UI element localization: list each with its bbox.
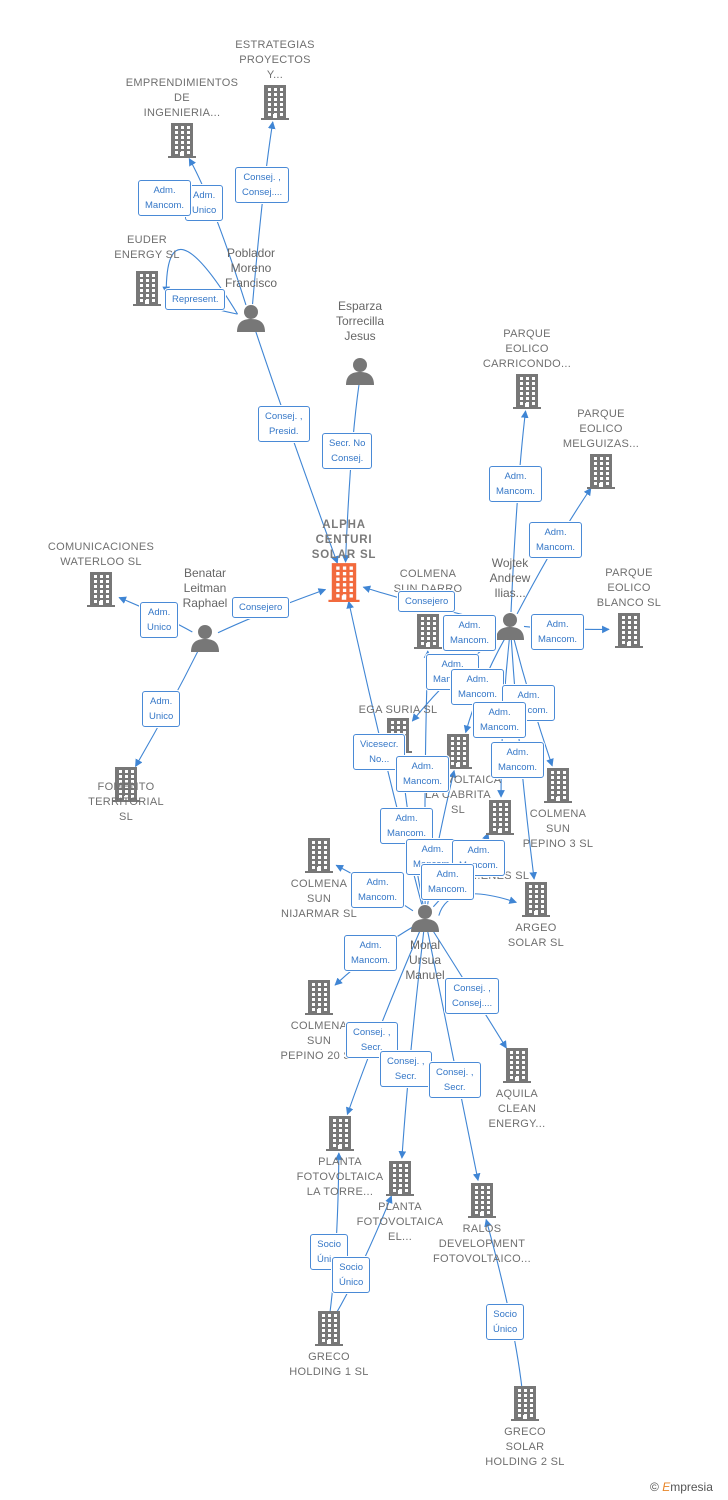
edge-label[interactable]: Adm. Mancom. xyxy=(489,466,543,502)
building-icon xyxy=(305,838,333,873)
node-label: EGA SURIA SL xyxy=(358,704,438,716)
edge-label[interactable]: Consej. , Secr. xyxy=(380,1051,432,1087)
brand-name: mpresia xyxy=(670,1480,713,1494)
node-label: Benatar Leitman Raphael xyxy=(182,566,228,610)
building-icon xyxy=(503,1048,531,1083)
edge-label[interactable]: Secr. No Consej. xyxy=(322,433,373,469)
node-label: PARQUE EOLICO CARRICONDO... xyxy=(482,328,572,370)
edge-label[interactable]: Adm. Mancom. xyxy=(138,180,192,216)
edge-label[interactable]: Socio Único xyxy=(332,1257,371,1293)
edge-label[interactable]: Adm. Mancom. xyxy=(344,935,398,971)
building-icon xyxy=(522,882,550,917)
edge-label[interactable]: Adm. Unico xyxy=(185,185,224,221)
building-icon xyxy=(468,1183,496,1218)
building-icon xyxy=(261,85,289,120)
edge-label[interactable]: Adm. Unico xyxy=(140,602,179,638)
building-icon xyxy=(513,374,541,409)
node-label: PARQUE EOLICO MELGUIZAS... xyxy=(562,408,640,450)
building-icon xyxy=(544,768,572,803)
node-label: COLMENA SUN NIJARMAR SL xyxy=(280,878,358,920)
node-label: RALOS DEVELOPMENT FOTOVOLTAICO... xyxy=(432,1223,531,1265)
building-icon xyxy=(386,1161,414,1196)
main-building-icon xyxy=(328,563,360,602)
building-icon xyxy=(511,1386,539,1421)
building-icon xyxy=(414,614,442,649)
copyright-symbol: © xyxy=(650,1480,659,1494)
edge-label[interactable]: Adm. Mancom. xyxy=(443,615,497,651)
node-label: GRECO HOLDING 1 SL xyxy=(289,1351,369,1378)
node-label: Wojtek Andrew Ilias... xyxy=(489,556,531,600)
node-label: EUDER ENERGY SL xyxy=(114,234,180,261)
edge-label[interactable]: Adm. Mancom. xyxy=(451,669,505,705)
building-icon xyxy=(326,1116,354,1151)
edge-label[interactable]: Consejero xyxy=(232,597,290,618)
edge-label[interactable]: Adm. Mancom. xyxy=(473,702,527,738)
person-icon xyxy=(191,625,219,652)
brand-initial: E xyxy=(662,1480,671,1494)
edge-label[interactable]: Consej. , Consej.... xyxy=(445,978,500,1014)
person-icon xyxy=(237,305,265,332)
person-icon xyxy=(346,358,374,385)
node-label: GRECO SOLAR HOLDING 2 SL xyxy=(485,1426,565,1468)
edge-label[interactable]: Adm. Mancom. xyxy=(380,808,434,844)
building-icon xyxy=(444,734,472,769)
building-icon xyxy=(305,980,333,1015)
building-icon xyxy=(133,271,161,306)
node-label: PARQUE EOLICO BLANCO SL xyxy=(596,567,662,609)
node-label: EMPRENDIMIENTOS DE INGENIERIA... xyxy=(125,77,239,119)
node-label: Poblador Moreno Francisco xyxy=(224,246,277,290)
empresia-brand: © Empresia xyxy=(650,1480,713,1494)
edge-label[interactable]: Consejero xyxy=(398,591,456,612)
edge-label[interactable]: Consej. , Secr. xyxy=(429,1062,481,1098)
node-label: COMUNICACIONES WATERLOO SL xyxy=(47,541,155,568)
node-label: FOMENTO TERRITORIAL SL xyxy=(88,781,164,823)
edge-label[interactable]: Adm. Mancom. xyxy=(529,522,583,558)
edge-label[interactable]: Adm. Unico xyxy=(142,691,181,727)
building-icon xyxy=(615,613,643,648)
node-label: ESTRATEGIAS PROYECTOS Y... xyxy=(235,39,315,81)
node-label: COLMENA SUN PEPINO 3 SL xyxy=(522,808,594,850)
person-icon xyxy=(496,613,524,640)
building-icon xyxy=(87,572,115,607)
building-icon xyxy=(315,1311,343,1346)
node-label: ALPHA CENTURI SOLAR SL xyxy=(311,519,377,561)
node-label: PLANTA FOTOVOLTAICA EL... xyxy=(356,1201,444,1243)
node-label: Esparza Torrecilla Jesus xyxy=(335,299,384,343)
edge-label[interactable]: Adm. Mancom. xyxy=(396,756,450,792)
node-label: AQUILA CLEAN ENERGY... xyxy=(488,1088,546,1130)
edge-label[interactable]: Represent. xyxy=(165,289,226,310)
edge-label[interactable]: Consej. , Consej.... xyxy=(235,167,290,203)
edge-label[interactable]: Consej. , Presid. xyxy=(258,406,310,442)
edge-label[interactable]: Adm. Mancom. xyxy=(531,614,585,650)
building-icon xyxy=(112,767,140,802)
edge-label[interactable]: Socio Único xyxy=(486,1304,525,1340)
edge-label[interactable]: Adm. Mancom. xyxy=(421,864,475,900)
edge-label[interactable]: Adm. Mancom. xyxy=(491,742,545,778)
building-icon xyxy=(486,800,514,835)
building-icon xyxy=(168,123,196,158)
node-label: PLANTA FOTOVOLTAICA LA TORRE... xyxy=(296,1156,384,1198)
person-icon xyxy=(411,905,439,932)
node-label: ARGEO SOLAR SL xyxy=(507,922,565,949)
edge-label[interactable]: Adm. Mancom. xyxy=(351,872,405,908)
node-label: Moral Ursua Manuel xyxy=(405,938,445,982)
building-icon xyxy=(587,454,615,489)
